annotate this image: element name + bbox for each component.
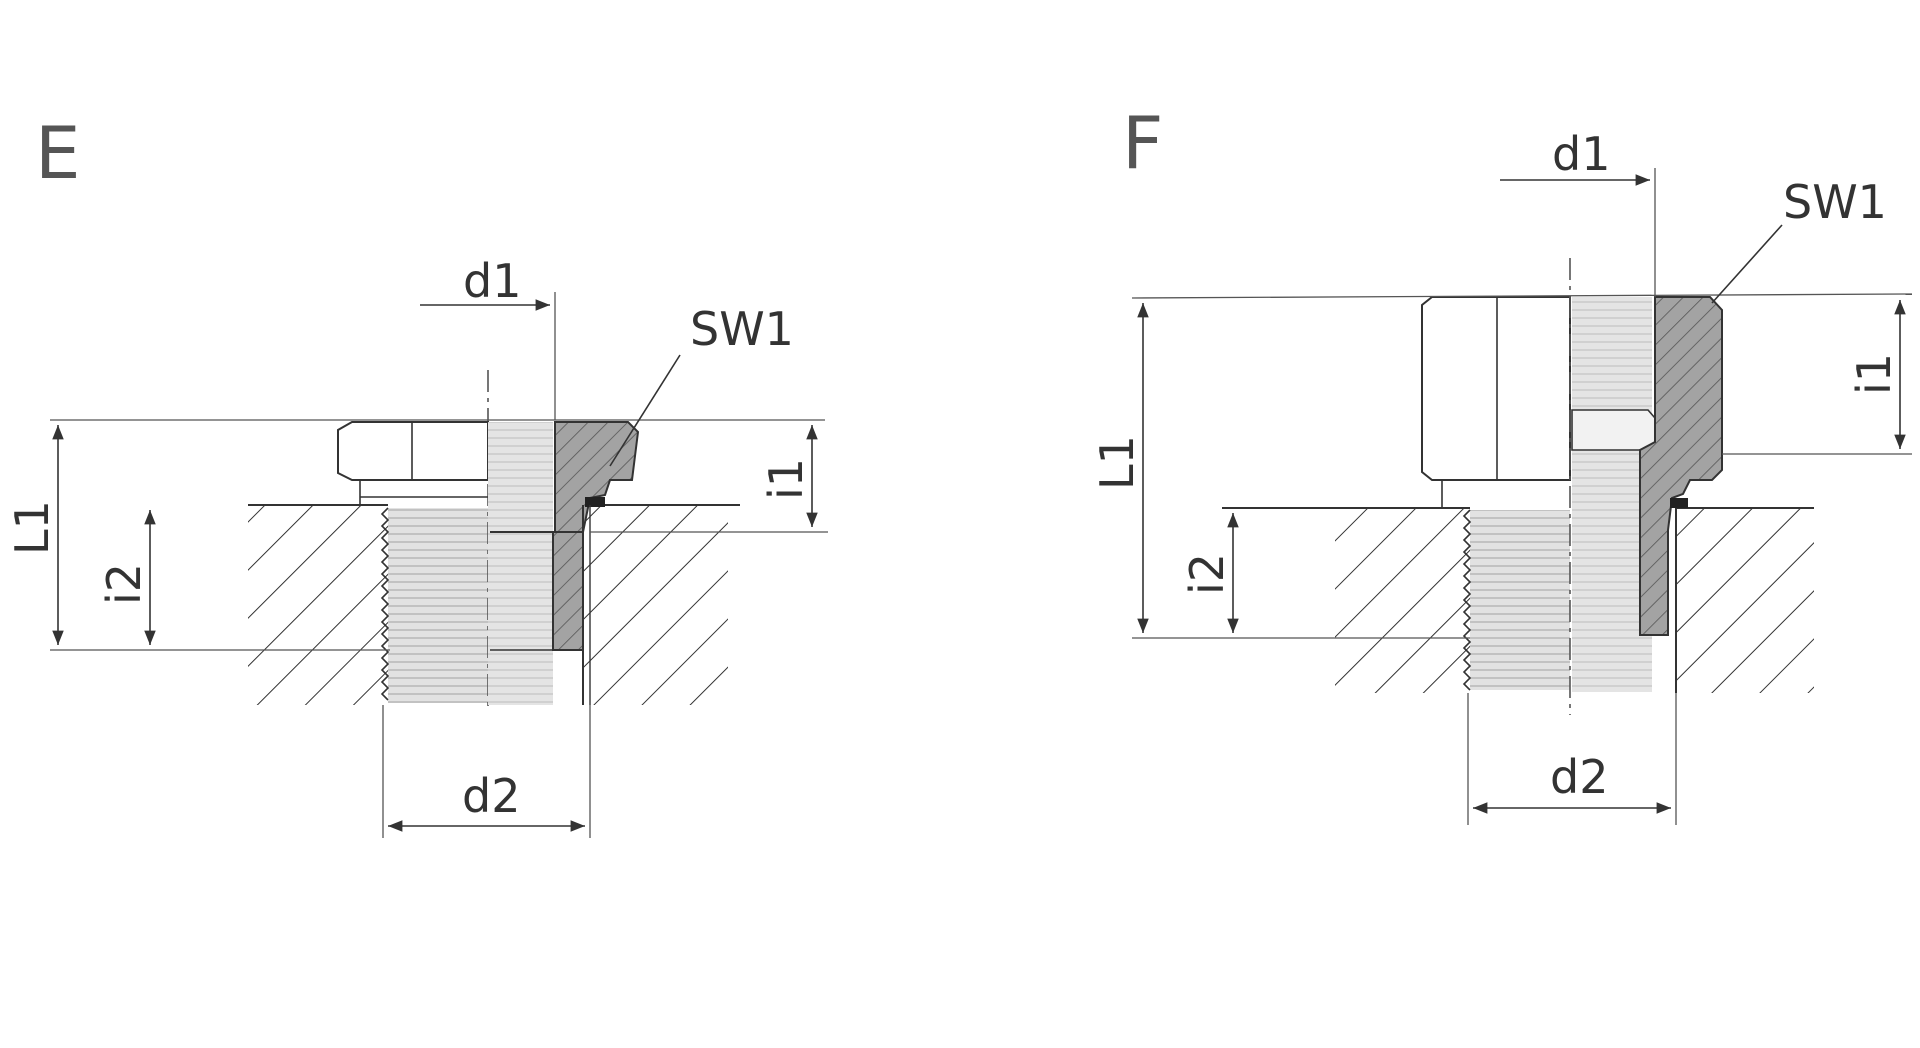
view-f-seal (1670, 498, 1688, 508)
view-e-base-left (248, 504, 388, 705)
view-e-thread (388, 508, 488, 703)
view-e-label-sw1: SW1 (690, 302, 794, 356)
view-e-hex-body (337, 421, 489, 505)
view-f-label: F (1122, 101, 1163, 185)
view-f-base-left (1222, 507, 1470, 693)
view-f-thread (1470, 510, 1570, 690)
view-e-label-d1: d1 (463, 254, 521, 308)
view-f-label-i2: i2 (1180, 553, 1234, 595)
view-f-label-d1: d1 (1552, 127, 1610, 181)
view-e-label-i2: i2 (97, 563, 151, 605)
view-f-label-l1: L1 (1090, 435, 1144, 490)
view-e-label-l1: L1 (5, 500, 59, 555)
view-f-hex-body (1421, 296, 1571, 508)
view-e-base-right (583, 504, 740, 705)
view-e-label-d2: d2 (462, 769, 520, 823)
view-e-label: E (35, 111, 81, 195)
view-e-label-i1: i1 (759, 458, 813, 500)
view-f-label-d2: d2 (1550, 750, 1608, 804)
view-f-label-i1: i1 (1847, 353, 1901, 395)
view-f-label-sw1: SW1 (1783, 175, 1887, 229)
view-f: F (1090, 101, 1913, 825)
view-e: E (5, 111, 828, 838)
view-f-section (1639, 296, 1723, 636)
view-e-seal (585, 497, 605, 507)
view-f-base-right (1676, 507, 1814, 693)
